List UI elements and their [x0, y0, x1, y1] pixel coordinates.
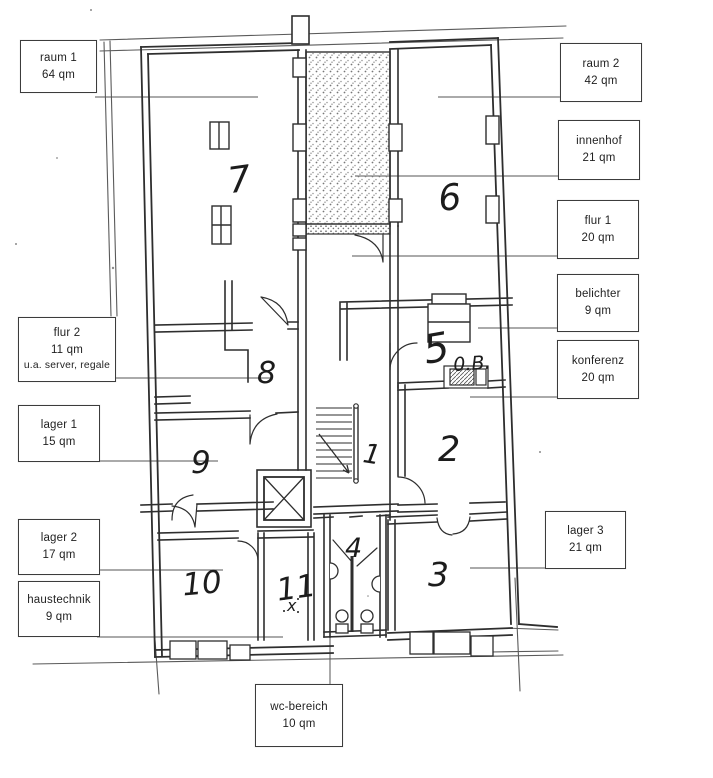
label-flur1: flur 1 20 qm	[557, 200, 639, 259]
label-wc-bereich: wc-bereich 10 qm	[255, 684, 343, 747]
handwritten-11: 11	[274, 568, 318, 609]
label-line: innenhof	[576, 135, 622, 148]
handwritten-8: 8	[257, 356, 276, 391]
label-line: u.a. server, regale	[23, 359, 111, 371]
label-line: 21 qm	[569, 542, 602, 554]
label-raum1: raum 1 64 qm	[20, 40, 97, 93]
handwritten-2: 2	[438, 430, 460, 470]
door-arcs	[171, 234, 471, 567]
label-innenhof: innenhof 21 qm	[558, 120, 640, 180]
handwritten-6: 6	[436, 177, 463, 220]
label-line: 15 qm	[42, 435, 76, 448]
belichter-device	[427, 293, 471, 343]
label-line: 10 qm	[282, 717, 316, 730]
label-line: lager 1	[40, 418, 78, 431]
label-line: 11 qm	[50, 344, 84, 357]
label-raum2: raum 2 42 qm	[560, 43, 642, 102]
handwritten-10: 10	[181, 564, 223, 603]
label-haustechnik: haustechnik 9 qm	[18, 581, 100, 637]
handwritten-9: 9	[191, 445, 211, 481]
label-belichter: belichter 9 qm	[557, 274, 639, 332]
label-line: wc-bereich	[270, 700, 328, 713]
label-lager3: lager 3 21 qm	[545, 511, 626, 569]
elevator	[256, 469, 312, 528]
label-line: 64 qm	[42, 68, 75, 81]
label-line: raum 2	[582, 57, 620, 70]
label-line: lager 2	[40, 532, 78, 545]
handwritten-annotations: 7 6 8 5 0.B. 1 2 9 4 3 10 11 x	[181, 158, 491, 615]
chimney	[291, 15, 310, 45]
handwritten-3: 3	[428, 555, 449, 594]
label-line: konferenz	[571, 354, 625, 367]
label-line: belichter	[575, 288, 621, 301]
wc-fixtures	[329, 556, 381, 634]
label-line: raum 1	[40, 51, 77, 64]
bottom-windows	[169, 631, 494, 661]
label-line: 9 qm	[45, 611, 73, 623]
handwritten-x-mark: x	[286, 596, 297, 615]
label-line: 20 qm	[581, 371, 615, 384]
wall-pilasters	[292, 57, 500, 251]
handwritten-7: 7	[225, 158, 253, 202]
courtyard-hatch	[305, 51, 391, 235]
x-mark-dots	[283, 598, 299, 613]
label-line: 42 qm	[584, 74, 618, 87]
label-line: flur 1	[584, 214, 612, 227]
handwritten-1: 1	[361, 438, 383, 471]
label-line: 9 qm	[584, 305, 612, 317]
label-flur2: flur 2 11 qm u.a. server, regale	[18, 317, 116, 382]
label-lager1: lager 1 15 qm	[18, 405, 100, 462]
label-line: 20 qm	[581, 231, 615, 244]
handwritten-4: 4	[345, 533, 362, 564]
room7-furniture	[209, 121, 232, 245]
label-line: 21 qm	[582, 152, 616, 164]
radiator	[443, 365, 489, 389]
label-konferenz: konferenz 20 qm	[557, 340, 639, 399]
staircase	[316, 403, 359, 484]
label-lager2: lager 2 17 qm	[18, 519, 100, 575]
label-line: lager 3	[567, 525, 604, 538]
label-line: 17 qm	[42, 549, 76, 561]
label-line: flur 2	[53, 327, 81, 340]
label-line: haustechnik	[27, 594, 91, 607]
handwritten-ob: 0.B.	[453, 352, 492, 377]
